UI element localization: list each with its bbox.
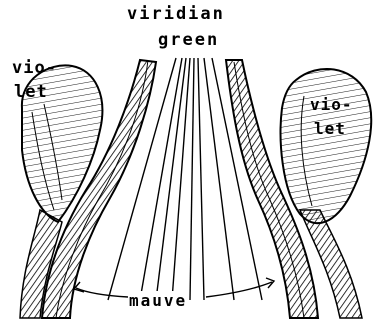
label-mauve: mauve [128, 291, 188, 310]
label-violet-right-line2: let [314, 119, 346, 138]
label-violet-right-line1: vio- [310, 95, 353, 114]
label-violet-left-line1: vio- [12, 58, 57, 78]
label-viridian: viridian [127, 4, 225, 24]
right-violet-bulb [281, 69, 372, 223]
label-green: green [158, 30, 219, 50]
label-violet-left-line2: let [14, 82, 48, 102]
